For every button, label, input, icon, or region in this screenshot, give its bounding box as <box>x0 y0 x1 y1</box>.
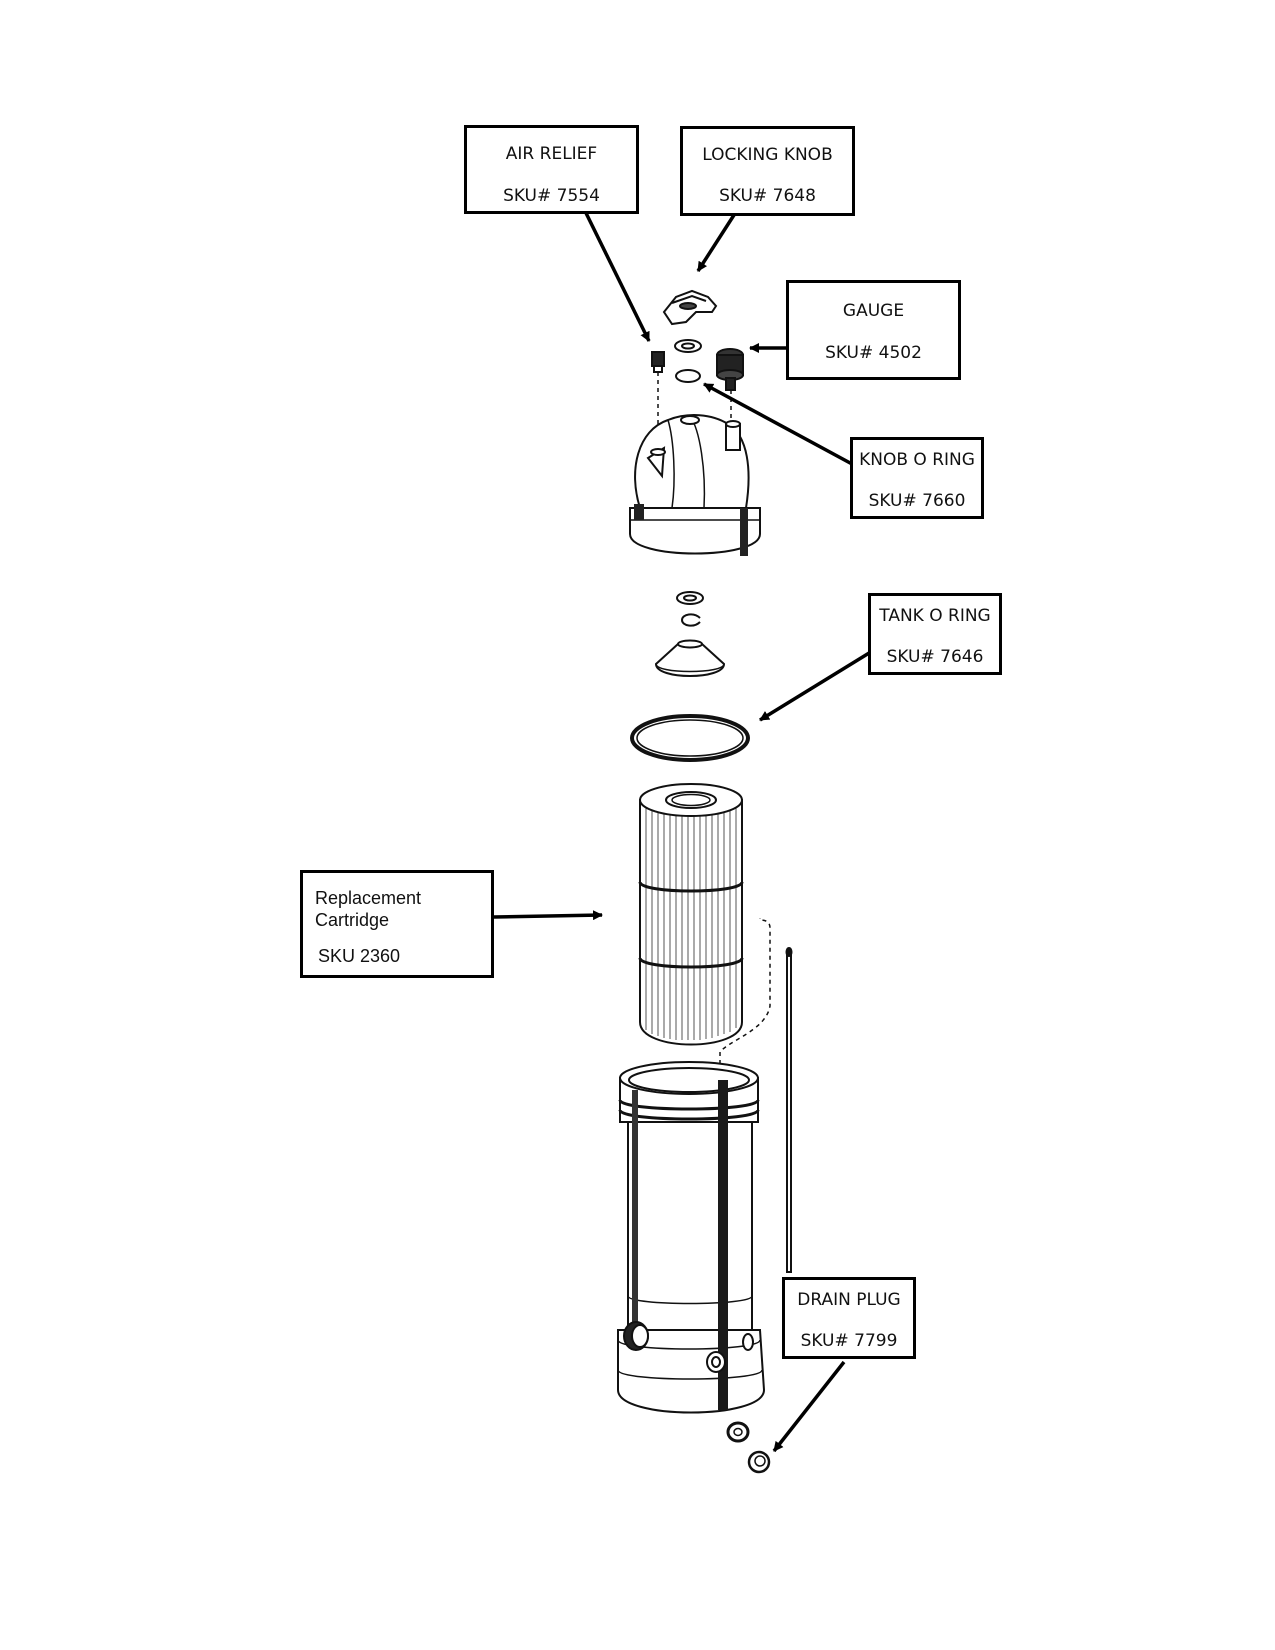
cone-part <box>654 639 726 677</box>
callout-knob-o-ring: KNOB O RING SKU# 7660 <box>850 437 984 519</box>
gauge-sku: SKU# 4502 <box>825 343 922 363</box>
knob-o-ring-label: KNOB O RING <box>859 450 975 470</box>
arrow-knob-o-ring <box>703 382 853 466</box>
callout-air-relief: AIR RELIEF SKU# 7554 <box>464 125 639 214</box>
replacement-cartridge-sku: SKU 2360 <box>318 946 401 966</box>
knob-o-ring-part <box>675 369 701 383</box>
arrow-tank-o-ring <box>759 648 875 722</box>
arrow-locking-knob <box>696 214 736 272</box>
callout-locking-knob: LOCKING KNOB SKU# 7648 <box>680 126 855 216</box>
locking-knob-part <box>662 289 718 326</box>
tank-o-ring-sku: SKU# 7646 <box>886 647 984 667</box>
lid-small-parts <box>676 591 704 627</box>
replacement-cartridge-label-line1: Replacement <box>315 888 422 908</box>
callout-gauge: GAUGE SKU# 4502 <box>786 280 961 380</box>
arrow-replacement-cartridge <box>493 910 603 921</box>
tank-o-ring-part <box>630 714 750 762</box>
arrow-air-relief <box>584 212 651 342</box>
tank-body-part <box>617 1061 766 1414</box>
drain-plug-label: DRAIN PLUG <box>797 1290 901 1310</box>
tank-o-ring-label: TANK O RING <box>879 606 991 626</box>
callout-replacement-cartridge: Replacement Cartridge SKU 2360 <box>300 870 494 978</box>
air-relief-label: AIR RELIEF <box>505 144 598 164</box>
callout-tank-o-ring: TANK O RING SKU# 7646 <box>868 593 1002 675</box>
arrow-drain-plug <box>772 1360 846 1453</box>
gauge-label: GAUGE <box>842 301 905 321</box>
drain-plug-sku: SKU# 7799 <box>800 1331 898 1351</box>
drain-route-dashed <box>719 918 771 1080</box>
air-relief-sku: SKU# 7554 <box>503 186 600 206</box>
filter-lid-part <box>629 414 761 556</box>
locking-knob-sku: SKU# 7648 <box>719 186 816 206</box>
locking-knob-label: LOCKING KNOB <box>702 145 833 165</box>
knob-o-ring-sku: SKU# 7660 <box>868 491 966 511</box>
gauge-part <box>716 348 744 428</box>
knob-washer-part <box>674 339 702 353</box>
air-relief-valve-part <box>651 351 665 448</box>
drain-rod-part <box>785 947 793 1273</box>
cartridge-part <box>638 783 744 1046</box>
callout-drain-plug: DRAIN PLUG SKU# 7799 <box>782 1277 916 1359</box>
replacement-cartridge-label-line2: Cartridge <box>315 910 390 930</box>
drain-plug-part <box>726 1421 771 1474</box>
